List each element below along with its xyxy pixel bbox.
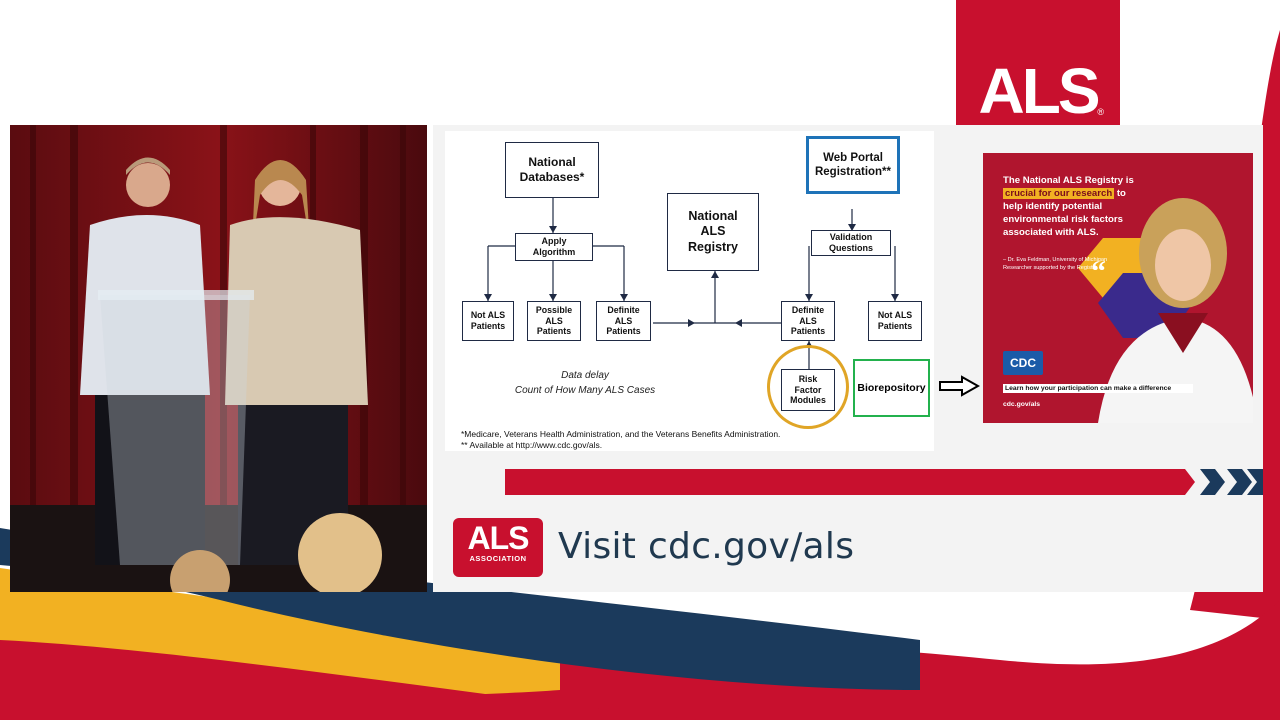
footnote-available: ** Available at http://www.cdc.gov/als. [461,440,603,450]
node-web-portal-registration: Web Portal Registration** [806,136,900,194]
node-national-databases: National Databases* [505,142,599,198]
node-validation-questions: Validation Questions [811,230,891,256]
registered-mark: ® [1097,107,1104,117]
registry-flyer: “ The National ALS Registry is crucial f… [983,153,1253,423]
biorepository-box: Biorepository [853,359,930,417]
registry-flow-diagram: National Databases* Apply Algorithm Nati… [445,131,934,451]
node-definite-als-patients-right: Definite ALS Patients [781,301,835,341]
flyer-graphics: “ [1078,198,1253,423]
node-national-als-registry: National ALS Registry [667,193,759,271]
svg-text:“: “ [1091,255,1106,288]
flyer-quote: The National ALS Registry is crucial for… [1003,175,1143,240]
footer-logo-association: ASSOCIATION [469,554,527,563]
flyer-quote-post: to help identify potential environmental… [1003,187,1126,238]
presenter-video-scene [10,125,427,592]
presenter-video [10,125,427,592]
top-logo-text: ALS [978,55,1101,127]
flyer-quote-pre: The National ALS Registry is [1003,175,1134,186]
node-not-als-patients-right: Not ALS Patients [868,301,922,341]
node-definite-als-patients-left: Definite ALS Patients [596,301,651,341]
cdc-logo: CDC [1003,351,1043,375]
red-chevron-bar [505,469,1263,495]
footer-logo-als: ALS [467,520,530,556]
node-apply-algorithm: Apply Algorithm [515,233,593,261]
note-count-cases: Count of How Many ALS Cases [514,385,656,396]
flyer-cta: Learn how your participation can make a … [1003,384,1193,393]
flyer-attribution: – Dr. Eva Feldman, University of Michiga… [1003,257,1108,271]
note-data-delay: Data delay [561,370,609,381]
top-als-logo: ALS ® [956,0,1120,125]
als-association-logo: ALS ASSOCIATION [453,518,543,577]
footnote-medicare: *Medicare, Veterans Health Administratio… [461,429,781,439]
risk-factor-highlight-circle [767,345,849,429]
flyer-quote-highlight: crucial for our research [1003,187,1115,199]
right-arrow-icon [939,375,980,397]
flyer-url: cdc.gov/als [1003,401,1041,408]
node-not-als-patients-left: Not ALS Patients [462,301,514,341]
node-possible-als-patients: Possible ALS Patients [527,301,581,341]
visit-cdc-text: Visit cdc.gov/als [558,526,855,567]
